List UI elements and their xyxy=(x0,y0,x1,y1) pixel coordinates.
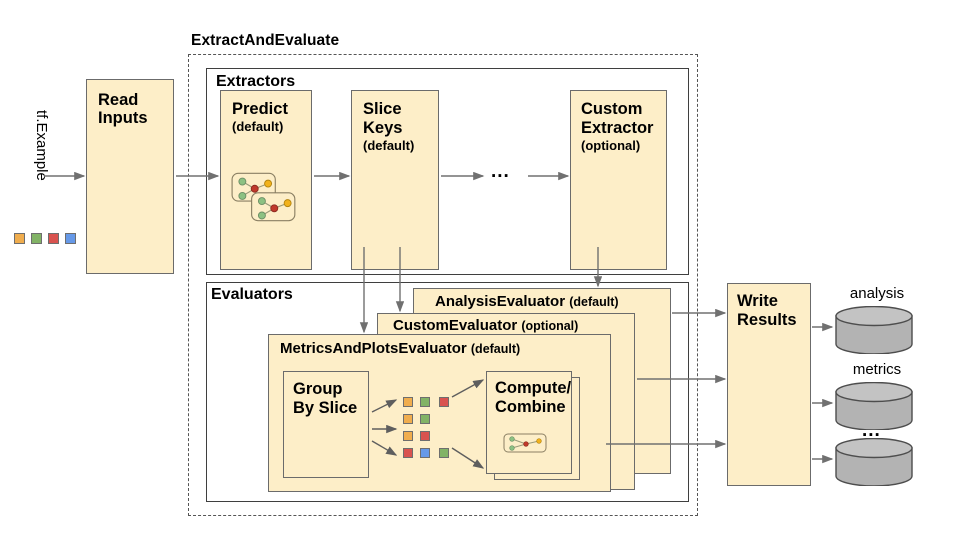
sink-label-metrics: metrics xyxy=(852,361,902,378)
group-by-slice-title-line2: By Slice xyxy=(293,399,358,417)
group-by-slice-title-line1: Group xyxy=(293,380,343,398)
slice-chip xyxy=(420,448,430,458)
evaluator-metrics-and-plots-box[interactable]: MetricsAndPlotsEvaluator (default) Group… xyxy=(268,334,611,492)
extract-and-evaluate-container xyxy=(188,54,698,516)
sink-cylinder-more[interactable] xyxy=(834,438,914,486)
extractor-slice-keys-box[interactable]: Slice Keys (default) xyxy=(351,90,439,270)
read-inputs-title: Read Inputs xyxy=(98,91,173,128)
extractors-ellipsis: ... xyxy=(491,161,510,182)
sink-label-more: ... xyxy=(862,420,881,441)
evaluators-label: Evaluators xyxy=(211,286,293,303)
evaluator-analysis-qualifier: (default) xyxy=(569,295,619,309)
extractor-custom-title-line1: Custom xyxy=(581,100,643,118)
input-chip-2 xyxy=(31,233,42,244)
input-chip-1 xyxy=(14,233,25,244)
input-chip-3 xyxy=(48,233,59,244)
evaluator-custom-header: CustomEvaluator (optional) xyxy=(393,317,578,334)
extractor-predict-box[interactable]: Predict (default) xyxy=(220,90,312,270)
slice-chip xyxy=(420,397,430,407)
input-chips xyxy=(14,233,76,247)
extractor-custom-box[interactable]: Custom Extractor (optional) xyxy=(570,90,667,270)
compute-combine-title-line1: Compute/ xyxy=(495,379,572,397)
slice-chip xyxy=(439,448,449,458)
evaluator-analysis-name: AnalysisEvaluator xyxy=(435,293,566,310)
sink-cylinder-analysis[interactable] xyxy=(834,306,914,354)
evaluator-metrics-and-plots-name: MetricsAndPlotsEvaluator xyxy=(280,340,467,357)
extractor-custom-title-line2: Extractor xyxy=(581,119,654,137)
compute-combine-box[interactable]: Compute/ Combine xyxy=(486,371,572,474)
evaluator-analysis-header: AnalysisEvaluator (default) xyxy=(435,293,619,310)
sink-label-analysis: analysis xyxy=(849,285,905,302)
graph-icon xyxy=(503,433,547,453)
input-chip-4 xyxy=(65,233,76,244)
extractors-label: Extractors xyxy=(216,73,296,90)
extractor-predict-sub: (default) xyxy=(232,119,284,134)
slice-chip xyxy=(439,397,449,407)
write-results-title-line2: Results xyxy=(737,311,797,329)
extractor-slice-keys-title-line2: Keys xyxy=(363,119,403,137)
write-results-box[interactable]: Write Results xyxy=(727,283,811,486)
extractor-slice-keys-title-line1: Slice xyxy=(363,100,402,118)
evaluator-metrics-and-plots-qualifier: (default) xyxy=(470,342,521,356)
slice-chip xyxy=(403,431,413,441)
evaluator-metrics-and-plots-header: MetricsAndPlotsEvaluator (default) xyxy=(280,340,520,357)
extractor-predict-title: Predict xyxy=(232,100,288,118)
slice-chip xyxy=(420,431,430,441)
sink-cylinder-metrics[interactable] xyxy=(834,382,914,430)
group-by-slice-box[interactable]: Group By Slice xyxy=(283,371,369,478)
read-inputs-title-text: Read Inputs xyxy=(98,91,148,128)
slice-chip xyxy=(403,448,413,458)
slice-chip xyxy=(403,414,413,424)
compute-combine-title-line2: Combine xyxy=(495,398,566,416)
write-results-title-line1: Write xyxy=(737,292,778,310)
evaluator-custom-qualifier: (optional) xyxy=(521,319,579,333)
input-label-tf-example: tf.Example xyxy=(33,110,50,181)
slice-chip xyxy=(420,414,430,424)
read-inputs-box[interactable]: Read Inputs xyxy=(86,79,174,274)
extractor-custom-sub: (optional) xyxy=(581,138,641,153)
slice-chip xyxy=(403,397,413,407)
extractor-slice-keys-sub: (default) xyxy=(363,138,415,153)
evaluator-custom-name: CustomEvaluator xyxy=(393,317,518,334)
slice-chip-grid xyxy=(403,397,465,459)
extract-and-evaluate-label: ExtractAndEvaluate xyxy=(191,32,340,49)
graph-icon xyxy=(231,172,296,222)
